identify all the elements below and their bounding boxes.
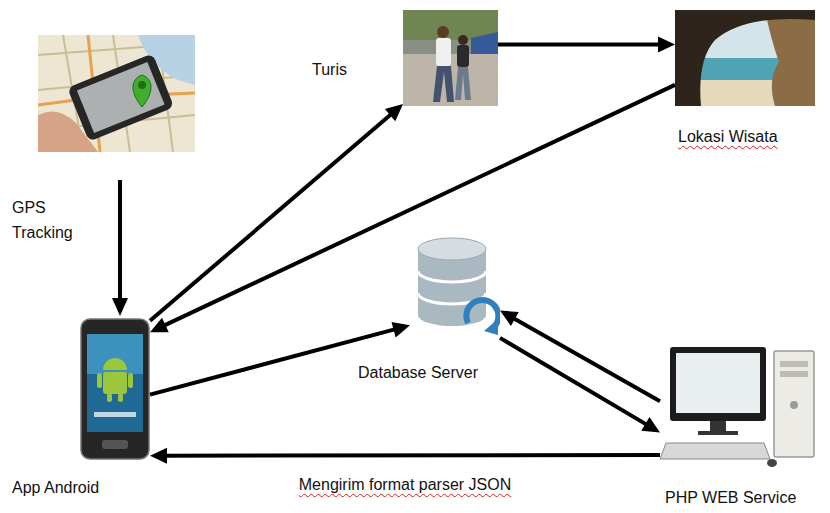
node-caption: Lokasi Wisata [678, 127, 778, 146]
gps-arrow-line [118, 180, 122, 300]
flow-arrow [150, 85, 675, 332]
cave-rock [675, 10, 815, 106]
phone-screen [87, 334, 143, 432]
flow-arrow [500, 311, 660, 402]
gps-arrow-head [112, 298, 128, 316]
android-leg [118, 393, 123, 402]
map-main-roads [38, 35, 195, 152]
arrow-head [150, 448, 167, 464]
android-head [103, 358, 127, 370]
arrow-line [498, 43, 662, 47]
node-caption: Turis [312, 60, 347, 79]
map-pin [133, 75, 151, 107]
monitor [670, 347, 766, 421]
map-roads [38, 35, 195, 152]
arrow-head [385, 104, 403, 121]
monitor-screen [676, 353, 760, 413]
arrow-line [150, 113, 393, 321]
android-app-node: App Android [80, 318, 150, 460]
keyboard [660, 443, 770, 459]
arrow-line [150, 329, 397, 395]
tourist-photo [403, 10, 498, 106]
flow-arrow [150, 322, 410, 395]
blue-tent [471, 32, 498, 54]
street-ground [403, 10, 498, 106]
map-phone [67, 53, 174, 141]
monitor-stand [710, 421, 726, 431]
destination-photo [675, 10, 815, 106]
database-top [418, 238, 486, 260]
flow-arrow [150, 104, 403, 321]
power-button [790, 401, 798, 409]
node-caption: PHP WEB Service [665, 488, 796, 507]
arrow-head [658, 37, 675, 53]
sync-arrow-head [484, 319, 498, 335]
mouse [767, 459, 777, 467]
arrow-line [163, 453, 660, 458]
flow-arrow [150, 448, 660, 464]
destination-node: Lokasi Wisata [675, 10, 815, 106]
arrow-head [500, 311, 519, 326]
phone-body [81, 319, 149, 459]
arrow-line [500, 338, 649, 426]
android-arm [97, 373, 102, 388]
phone-body [67, 53, 174, 141]
arrow-head [150, 318, 169, 332]
man-legs [433, 66, 454, 102]
sky [675, 10, 815, 106]
android-phone [80, 318, 150, 460]
phone-button [102, 440, 128, 449]
android-leg [107, 393, 112, 402]
screen-highlight [87, 334, 143, 374]
android-wordmark [94, 412, 136, 417]
gps-map-image [38, 35, 195, 152]
man-shirt [436, 38, 451, 66]
web-server-computer [660, 345, 820, 470]
arrow-head [392, 322, 410, 337]
map-ground [38, 35, 195, 152]
drive-bay [780, 361, 808, 367]
flow-arrow [498, 37, 675, 53]
arrow-head [641, 417, 660, 433]
map-pin-dot [138, 81, 146, 89]
woman-legs [455, 67, 471, 100]
edge-label: Mengirim format parser JSON [296, 475, 515, 494]
android-body [103, 372, 127, 394]
arrow-label: GPS Tracking [12, 196, 84, 246]
monitor-base [698, 431, 738, 435]
woman-top [457, 45, 469, 67]
android-arm [128, 373, 133, 388]
web-service-node: PHP WEB Service [660, 345, 820, 470]
flow-arrow [500, 338, 660, 433]
arrow-line [162, 85, 675, 327]
cliff [765, 10, 815, 106]
man-head [437, 26, 449, 38]
tower [774, 351, 814, 457]
node-caption: Database Server [358, 363, 478, 382]
node-caption: App Android [12, 478, 99, 497]
database-node: Database Server [410, 235, 500, 340]
woman-head [458, 35, 468, 45]
database-body [418, 249, 486, 326]
phone-screen [77, 62, 165, 133]
database-icon [410, 235, 500, 340]
gps-arrow [105, 178, 135, 318]
tourist-node: Turis [403, 10, 498, 106]
drive-bay [780, 371, 808, 377]
